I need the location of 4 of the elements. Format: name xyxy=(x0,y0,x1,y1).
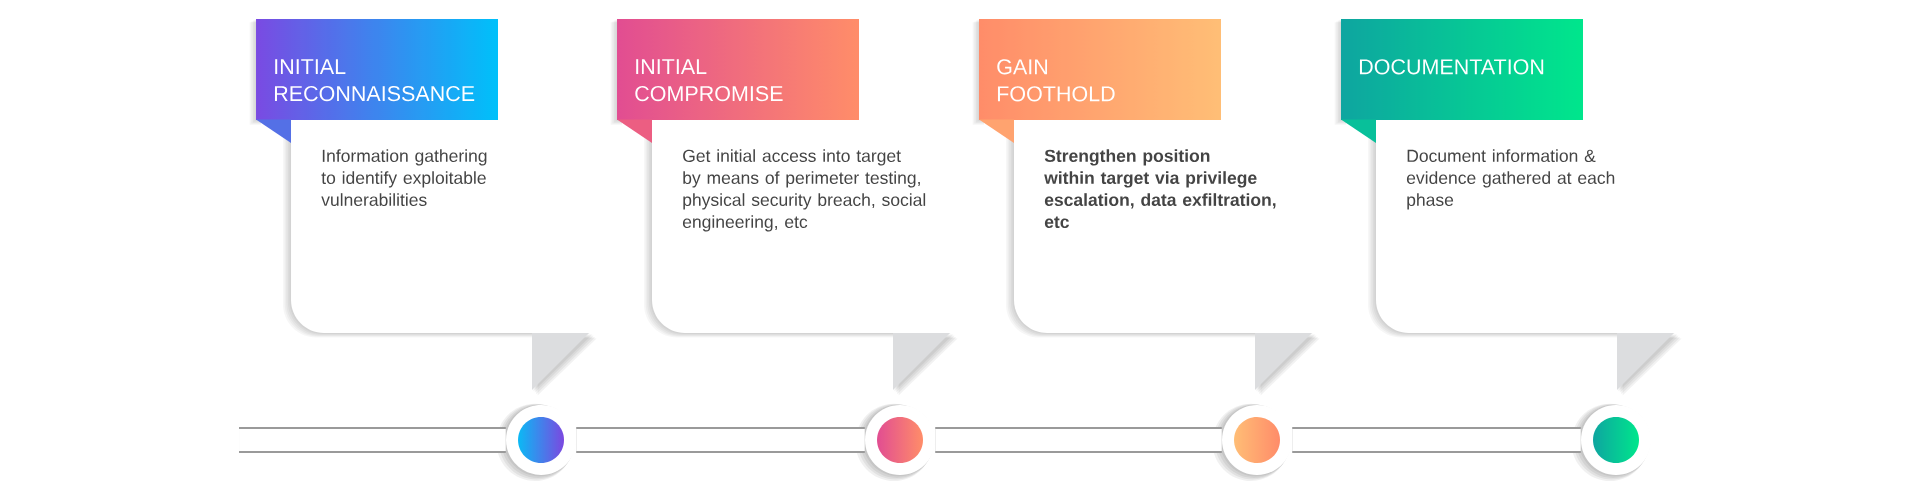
timeline-track xyxy=(239,427,506,453)
timeline-track xyxy=(576,427,865,453)
timeline-track xyxy=(935,427,1222,453)
timeline-track xyxy=(1292,427,1581,453)
